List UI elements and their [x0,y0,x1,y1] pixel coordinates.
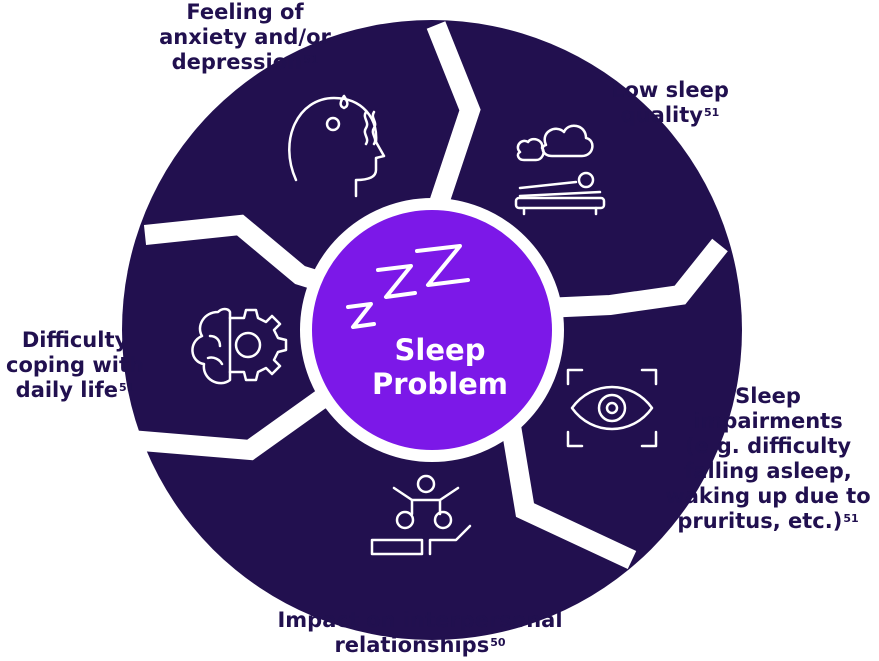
label-impairments-line1: Sleep [735,384,801,408]
label-coping-line3: daily life51 [15,378,135,402]
label-coping-line1: Difficulty [21,328,129,352]
label-sleep-quality: Low sleep quality51 [590,78,750,128]
label-impairments-line2: impairments [693,409,843,433]
label-relationships: Impact on interpersonal relationships50 [250,608,590,658]
people-group-icon [370,474,472,556]
reference-number: 50 [490,636,506,649]
label-impairments-line4: falling asleep, [684,459,852,483]
label-anxiety-line3: depression51 [171,50,319,74]
reference-number: 51 [843,512,859,525]
label-relationships-line1: Impact on interpersonal [277,608,563,632]
reference-number: 51 [703,106,720,119]
label-anxiety-line2: anxiety and/or [159,25,331,49]
label-sleep-impairments: Sleep impairments (e.g. difficulty falli… [662,384,874,534]
label-impairments-line6: pruritus, etc.)51 [677,509,859,533]
label-coping: Difficulty coping with daily life51 [0,328,150,403]
center-label: Sleep Problem [340,333,540,401]
label-quality-line1: Low sleep [611,78,729,102]
zzz-sleep-icon [346,244,470,329]
label-coping-line2: coping with [6,353,144,377]
label-anxiety-line1: Feeling of [186,0,304,24]
eye-focus-icon [566,368,658,448]
label-anxiety: Feeling of anxiety and/or depression51 [140,0,350,75]
center-label-line2: Problem [371,367,509,401]
label-impairments-line5: waking up due to [665,484,871,508]
label-quality-line2: quality51 [620,103,720,127]
reference-number: 51 [303,53,319,66]
label-impairments-line3: (e.g. difficulty [684,434,852,458]
head-thinking-icon [288,94,386,198]
brain-gear-icon [191,307,288,385]
label-relationships-line2: relationships50 [334,633,506,657]
reference-number: 51 [119,381,135,394]
center-label-line1: Sleep [394,333,486,367]
restless-bed-icon [514,124,606,216]
center-circle [300,198,564,462]
